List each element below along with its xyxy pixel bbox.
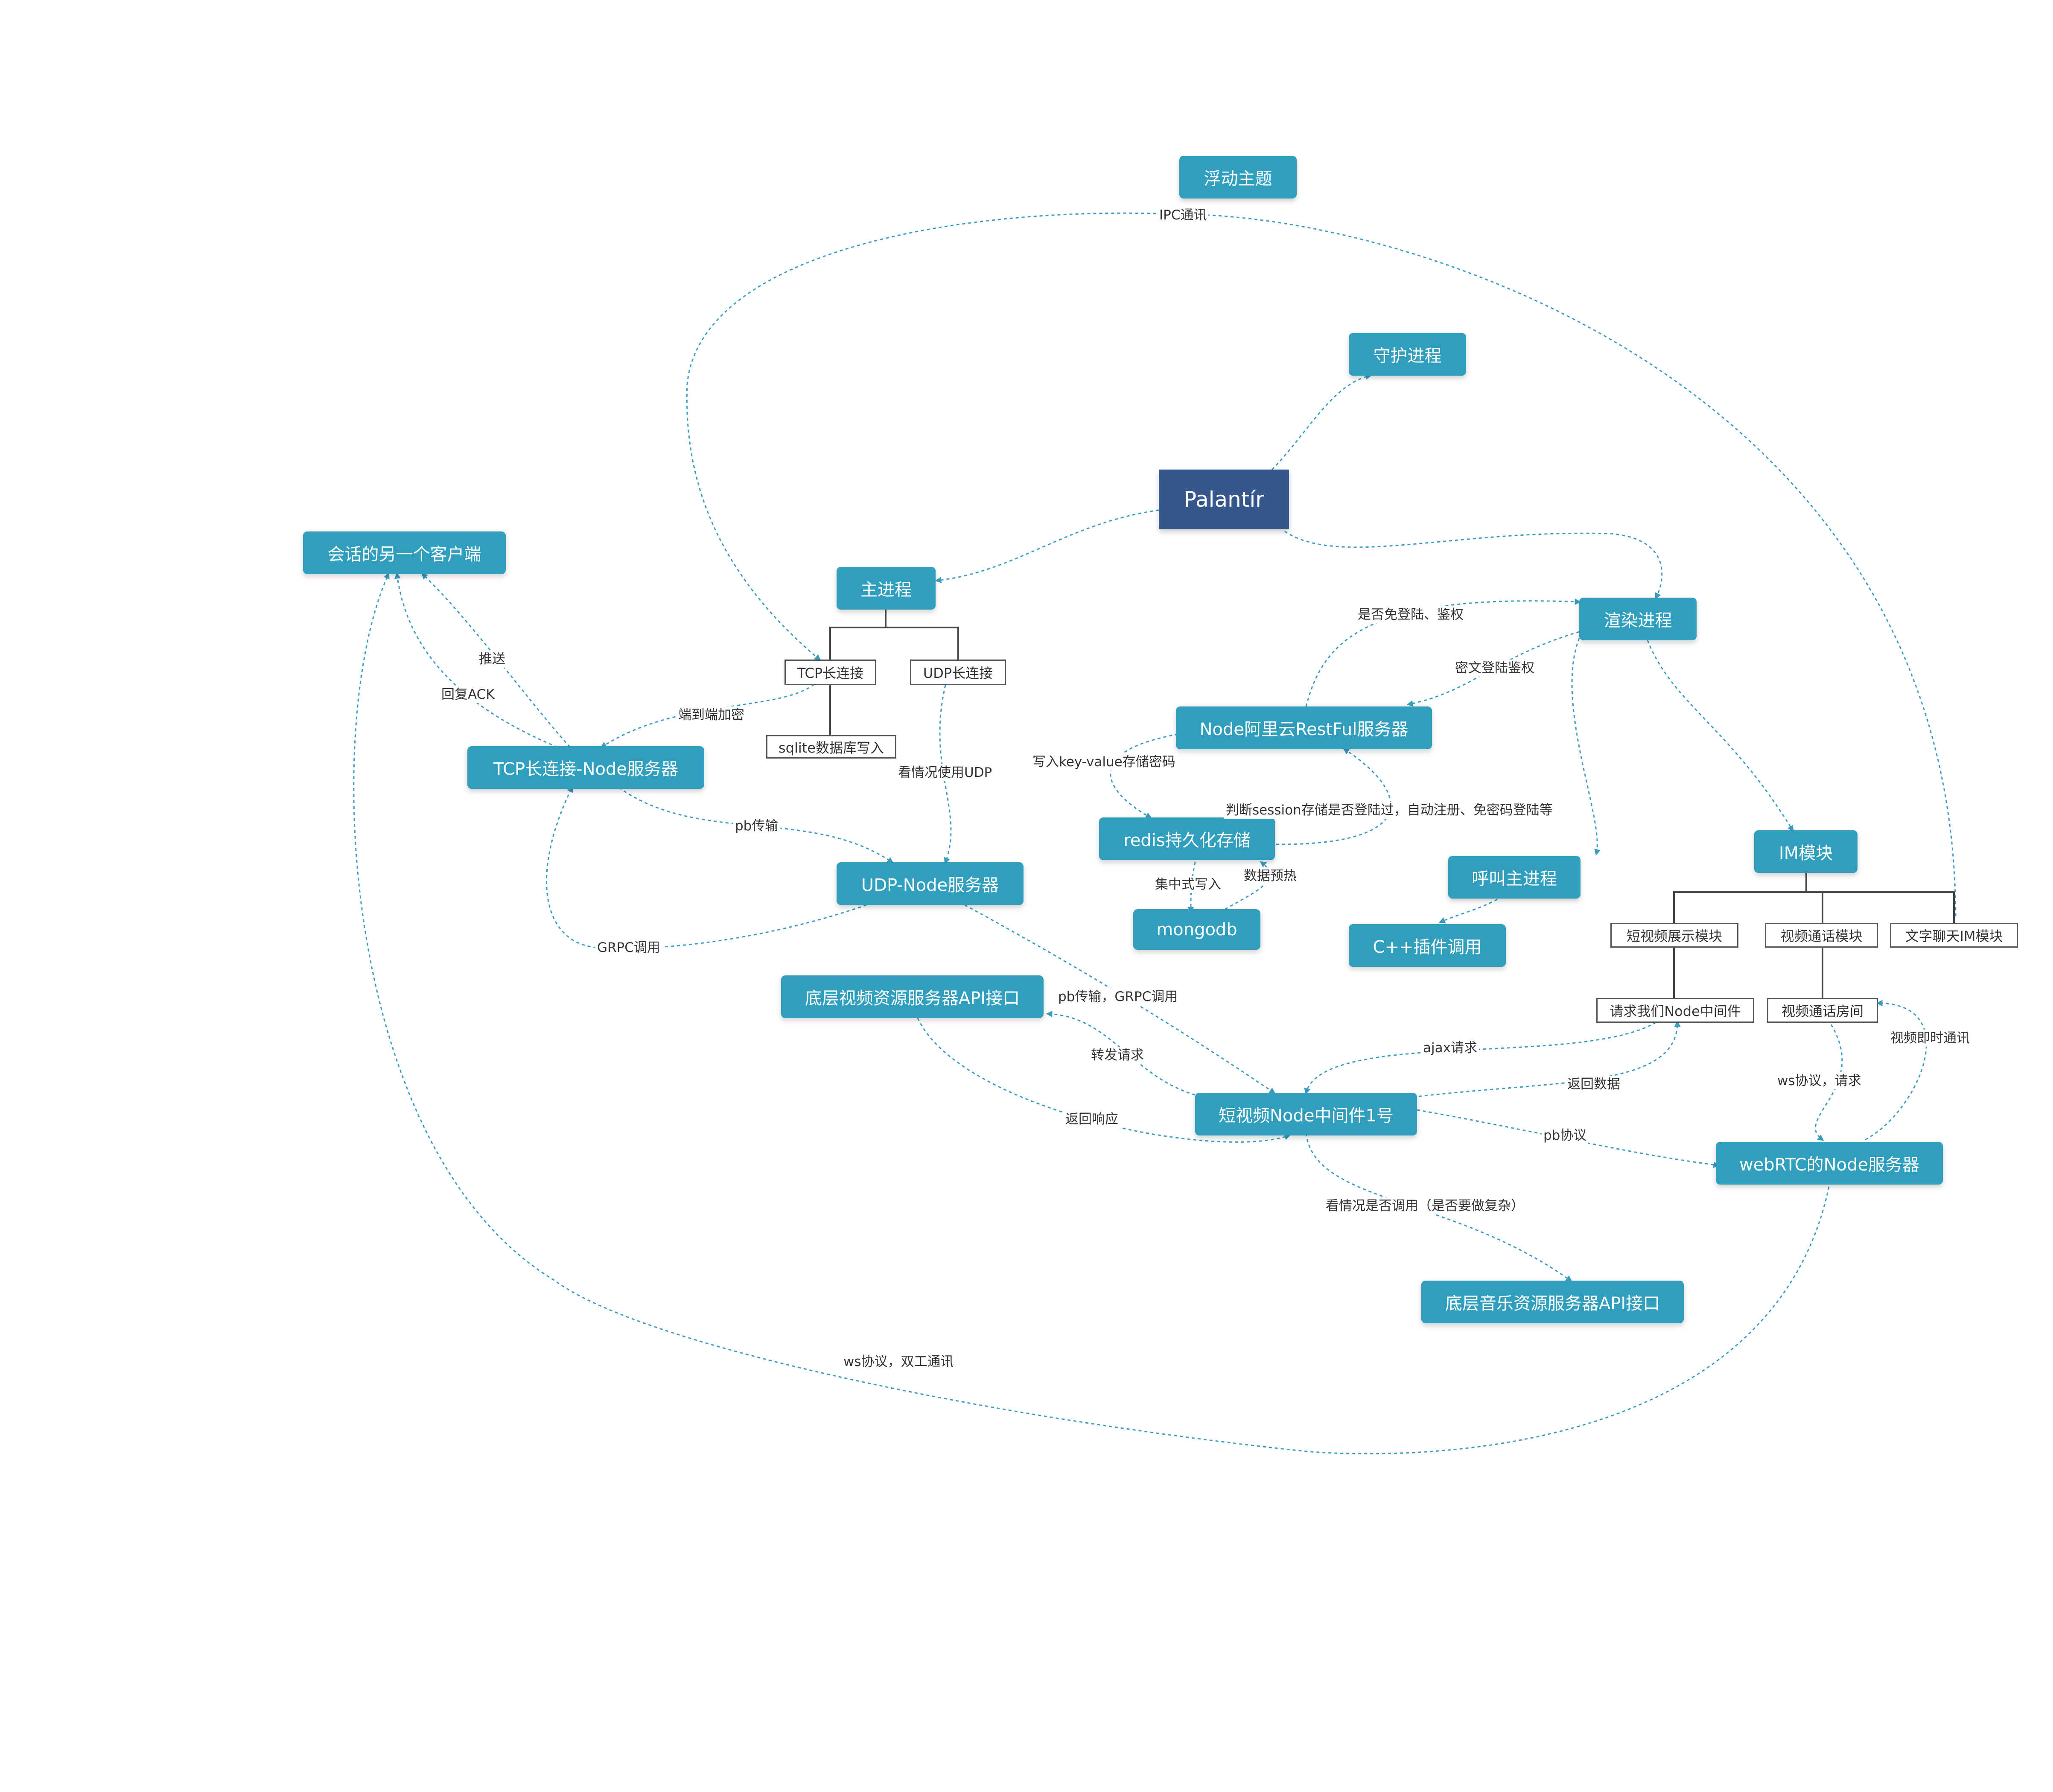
label-return-data: 返回数据 (1566, 1076, 1622, 1093)
link-e2e (600, 671, 827, 748)
daemon-process-node[interactable]: 守护进程 (1349, 333, 1466, 376)
link-render-call (1571, 638, 1601, 856)
link-ws-req (1814, 1024, 1843, 1141)
label-login-auth: 是否免登陆、鉴权 (1356, 606, 1465, 623)
label-pb-proto: pb协议 (1542, 1127, 1589, 1144)
redis-storage-node[interactable]: redis持久化存储 (1099, 817, 1275, 860)
main-process-node[interactable]: 主进程 (837, 567, 936, 610)
render-process-node[interactable]: 渲染进程 (1579, 598, 1697, 640)
tcp-node-server[interactable]: TCP长连接-Node服务器 (467, 746, 704, 789)
link-render-im (1647, 640, 1794, 832)
link-call-cpp (1438, 896, 1503, 923)
link-ipc (686, 212, 1957, 918)
label-kv-write: 写入key-value存储密码 (1031, 753, 1177, 771)
label-pb-transfer: pb传输 (733, 817, 780, 835)
udp-long-connection-node[interactable]: UDP长连接 (910, 660, 1006, 685)
udp-node-server[interactable]: UDP-Node服务器 (837, 862, 1024, 905)
link-return-data (1412, 1020, 1681, 1098)
request-node-middleware-node[interactable]: 请求我们Node中间件 (1596, 998, 1754, 1023)
label-ack: 回复ACK (440, 686, 496, 703)
tree-main-children (829, 606, 959, 660)
restful-server-node[interactable]: Node阿里云RestFul服务器 (1176, 706, 1432, 749)
label-e2e: 端到端加密 (677, 706, 746, 724)
label-cipher-auth: 密文登陆鉴权 (1453, 660, 1536, 677)
link-preheat (1225, 861, 1271, 910)
video-api-node[interactable]: 底层视频资源服务器API接口 (781, 975, 1044, 1018)
label-ipc: IPC通讯 (1158, 207, 1209, 224)
label-video-im: 视频即时通讯 (1889, 1030, 1971, 1047)
short-video-middleware-node[interactable]: 短视频Node中间件1号 (1195, 1093, 1417, 1135)
other-client-node[interactable]: 会话的另一个客户端 (303, 531, 506, 574)
label-ws-duplex: ws协议，双工通讯 (842, 1353, 956, 1370)
cpp-plugin-node[interactable]: C++插件调用 (1349, 924, 1506, 967)
mongodb-node[interactable]: mongodb (1133, 909, 1260, 950)
tcp-long-connection-node[interactable]: TCP长连接 (784, 660, 876, 685)
link-root-main (935, 509, 1159, 584)
link-push (421, 572, 571, 747)
video-call-module-node[interactable]: 视频通话模块 (1765, 923, 1878, 948)
text-chat-im-node[interactable]: 文字聊天IM模块 (1890, 923, 2018, 948)
label-central-write: 集中式写入 (1153, 876, 1223, 893)
link-root-daemon (1271, 373, 1372, 470)
label-preheat: 数据预热 (1242, 867, 1298, 884)
label-udp-sometimes: 看情况使用UDP (896, 764, 994, 781)
sqlite-write-node[interactable]: sqlite数据库写入 (766, 735, 896, 759)
label-pb-grpc: pb传输，GRPC调用 (1056, 988, 1180, 1005)
link-forward (1046, 1010, 1196, 1096)
video-call-room-node[interactable]: 视频通话房间 (1767, 998, 1878, 1023)
webrtc-node-server[interactable]: webRTC的Node服务器 (1716, 1142, 1943, 1185)
im-module-node[interactable]: IM模块 (1754, 830, 1858, 873)
palantir-root-node[interactable]: Palantír (1159, 470, 1289, 529)
link-response (917, 1018, 1291, 1143)
link-video-im (1865, 1000, 1927, 1141)
label-ws-req: ws协议，请求 (1776, 1072, 1863, 1089)
short-video-display-node[interactable]: 短视频展示模块 (1610, 923, 1738, 948)
link-ws-duplex (353, 572, 1830, 1455)
label-maybe-call: 看情况是否调用（是否要做复杂） (1324, 1197, 1526, 1214)
link-kv-write (1110, 733, 1178, 819)
tree-im-children (1673, 869, 1955, 924)
label-session: 判断session存储是否登陆过，自动注册、免密码登陆等 (1224, 802, 1554, 819)
music-api-node[interactable]: 底层音乐资源服务器API接口 (1421, 1281, 1684, 1323)
link-grpc (546, 785, 867, 949)
call-process-node[interactable]: 呼叫主进程 (1448, 856, 1581, 899)
link-root-render (1284, 531, 1663, 600)
label-response: 返回响应 (1064, 1111, 1120, 1128)
label-push: 推送 (477, 651, 507, 668)
link-session (1276, 748, 1391, 845)
link-udp-sometimes (939, 685, 952, 864)
label-ajax: ajax请求 (1421, 1039, 1479, 1057)
floating-topic-node[interactable]: 浮动主题 (1179, 156, 1297, 198)
label-grpc: GRPC调用 (595, 939, 662, 956)
label-forward: 转发请求 (1089, 1047, 1146, 1064)
